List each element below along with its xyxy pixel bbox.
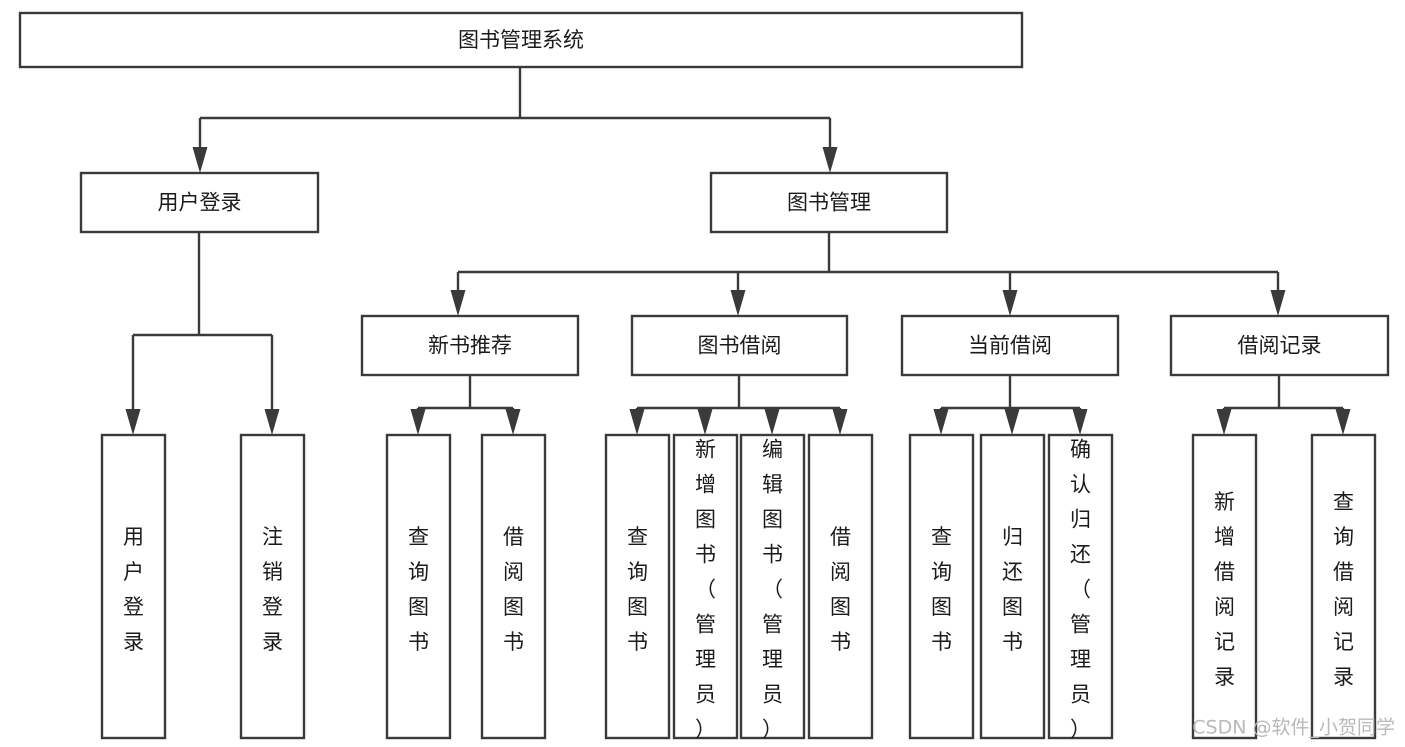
node-label-leaf-query-book-3: 查询图书 [931,525,952,654]
node-label-root: 图书管理系统 [458,28,584,52]
connector-current-borrow [933,375,1088,435]
node-leaf-borrow-book-2[interactable]: 借阅图书 [807,433,874,740]
node-leaf-borrow-book-1[interactable]: 借阅图书 [480,433,547,740]
node-leaf-query-book-2[interactable]: 查询图书 [604,433,671,740]
node-label-leaf-query-borrow-record: 查询借阅记录 [1333,490,1354,689]
node-label-leaf-borrow-book-1: 借阅图书 [503,525,524,654]
node-borrow-record[interactable]: 借阅记录 [1169,314,1390,377]
node-leaf-add-borrow-record[interactable]: 新增借阅记录 [1191,433,1258,740]
node-label-new-book-recommend: 新书推荐 [428,334,512,358]
csdn-watermark: CSDN @软件_小贺同学 [1192,717,1395,739]
connector-book-management [450,232,1286,316]
node-current-borrow[interactable]: 当前借阅 [900,314,1120,377]
connector-new-book-recommend [410,375,521,435]
node-label-leaf-query-book-2: 查询图书 [627,525,648,654]
node-user-login[interactable]: 用户登录 [79,171,320,234]
node-label-leaf-confirm-return: 确认归还（管理员） [1070,437,1091,741]
connectors-layer [125,67,1351,435]
node-leaf-query-book-1[interactable]: 查询图书 [385,433,452,740]
node-leaf-edit-book[interactable]: 编辑图书（管理员） [739,433,806,741]
node-label-current-borrow: 当前借阅 [968,334,1052,358]
node-label-leaf-add-book: 新增图书（管理员） [695,437,716,741]
node-leaf-confirm-return[interactable]: 确认归还（管理员） [1047,433,1114,741]
connector-book-borrow [629,375,848,435]
node-label-book-borrow: 图书借阅 [698,334,782,358]
nodes-layer: 图书管理系统用户登录图书管理新书推荐图书借阅当前借阅借阅记录用户登录注销登录查询… [18,11,1390,741]
node-label-borrow-record: 借阅记录 [1238,334,1322,358]
connector-root [192,67,838,173]
node-label-leaf-user-login: 用户登录 [123,525,144,654]
node-leaf-logout-login[interactable]: 注销登录 [239,433,306,740]
node-leaf-add-book[interactable]: 新增图书（管理员） [672,433,739,741]
node-leaf-query-borrow-record[interactable]: 查询借阅记录 [1310,433,1377,740]
connector-borrow-record [1216,375,1351,435]
node-book-management[interactable]: 图书管理 [709,171,949,234]
node-label-leaf-borrow-book-2: 借阅图书 [830,525,851,654]
node-leaf-return-book[interactable]: 归还图书 [979,433,1046,740]
node-label-leaf-add-borrow-record: 新增借阅记录 [1214,490,1235,689]
connector-user-login [125,232,280,435]
node-root[interactable]: 图书管理系统 [18,11,1024,69]
node-label-user-login: 用户登录 [158,191,242,215]
node-book-borrow[interactable]: 图书借阅 [630,314,849,377]
node-label-leaf-return-book: 归还图书 [1002,525,1023,654]
node-label-leaf-edit-book: 编辑图书（管理员） [762,437,783,741]
node-label-leaf-logout-login: 注销登录 [262,525,283,654]
node-label-leaf-query-book-1: 查询图书 [408,525,429,654]
node-label-book-management: 图书管理 [787,191,871,215]
node-new-book-recommend[interactable]: 新书推荐 [360,314,580,377]
node-leaf-user-login[interactable]: 用户登录 [100,433,167,740]
node-leaf-query-book-3[interactable]: 查询图书 [908,433,975,740]
